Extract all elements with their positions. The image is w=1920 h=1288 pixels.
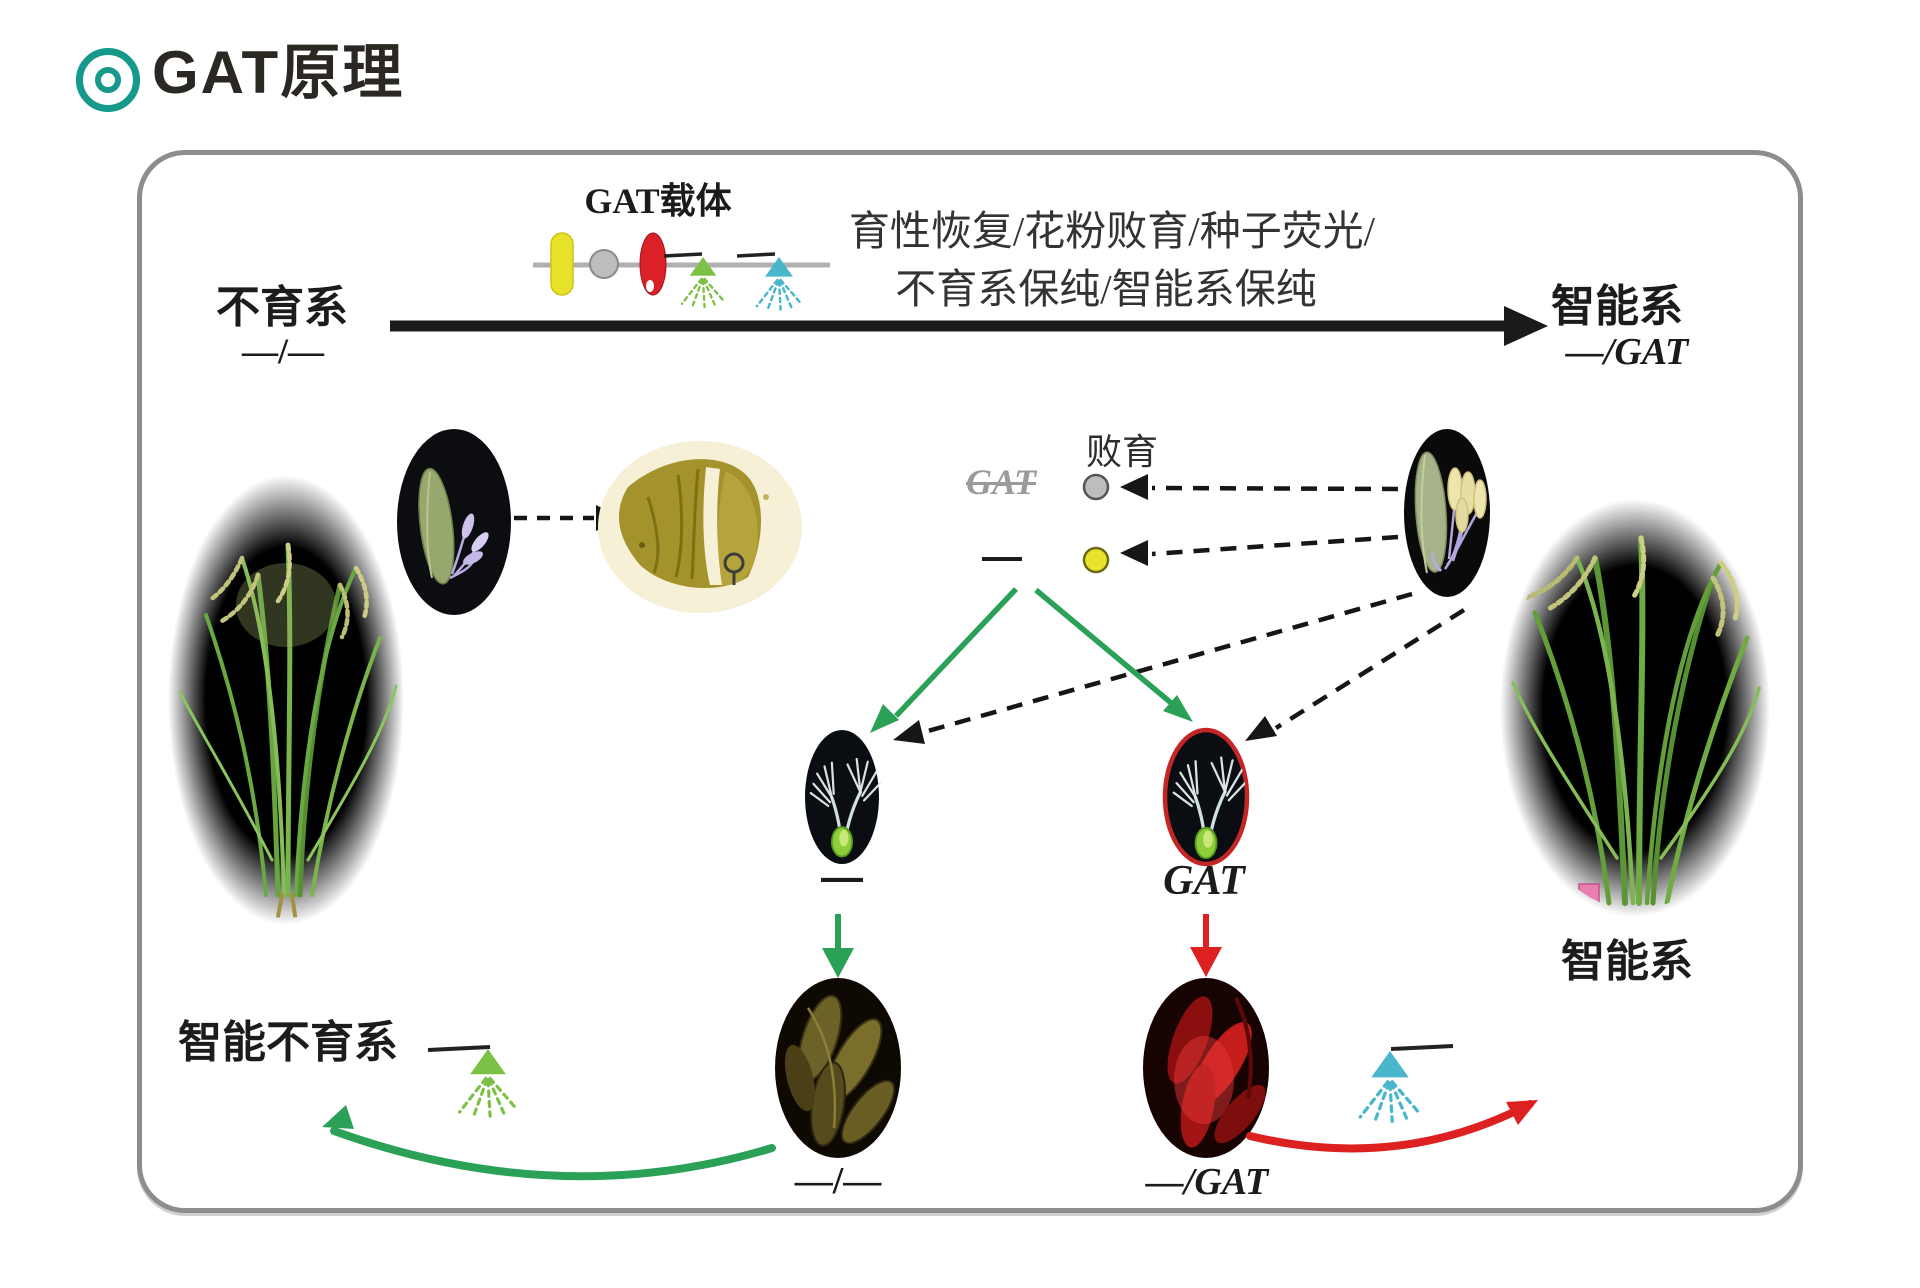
bullet-ring-icon bbox=[76, 48, 140, 112]
vector-spray-green-icon bbox=[663, 252, 727, 309]
main-transform-arrow bbox=[390, 306, 1548, 346]
smart-line-plant-photo bbox=[1500, 499, 1770, 917]
sterile-line-name: 不育系 bbox=[216, 283, 348, 332]
aborted-pollen-photo bbox=[598, 441, 802, 613]
seeds-gat-photo bbox=[1143, 978, 1269, 1158]
green-recycle-arrow bbox=[322, 1105, 776, 1181]
arrow-caption-line2: 不育系保纯/智能系保纯 bbox=[895, 266, 1317, 312]
vector-gray-gene bbox=[589, 249, 619, 279]
page-title: GAT原理 bbox=[152, 39, 405, 106]
arrow-gat-floret-to-seeds bbox=[1190, 914, 1222, 977]
smart-line-genotype: —/GAT bbox=[1565, 331, 1689, 373]
bullet-ring-inner-icon bbox=[95, 67, 121, 93]
viable-pollen-marker bbox=[1082, 546, 1110, 574]
sterile-floret-photo bbox=[397, 429, 511, 615]
vector-label: GAT载体 bbox=[584, 181, 732, 221]
arrow-caption-line1: 育性恢复/花粉败育/种子荧光/ bbox=[848, 208, 1376, 254]
fertile-floret-photo bbox=[1404, 429, 1490, 597]
vector-red-gene-spot bbox=[646, 280, 654, 292]
abortion-label: 败育 bbox=[1085, 432, 1159, 472]
field-spray-green-icon bbox=[427, 1045, 519, 1118]
sterile-line-genotype: —/— bbox=[241, 331, 325, 371]
seeds-gat-label: —/GAT bbox=[1145, 1161, 1269, 1203]
vector-red-gene bbox=[639, 232, 667, 296]
smart-plant-label: 智能系 bbox=[1561, 937, 1693, 986]
green-selection-arrows bbox=[870, 587, 1193, 733]
seeds-minus-label: —/— bbox=[794, 1160, 882, 1202]
segregation-dashed-arrows bbox=[927, 485, 1466, 734]
aborted-pollen-marker bbox=[1082, 473, 1110, 501]
smart-sterile-line-plant-photo bbox=[168, 475, 404, 925]
gat-crossed-label: GAT bbox=[965, 462, 1037, 502]
seeds-minus-photo bbox=[775, 978, 901, 1158]
smart-sterile-plant-label: 智能不育系 bbox=[178, 1018, 398, 1067]
floret-gat-photo bbox=[1162, 727, 1250, 867]
vector-spray-cyan-icon bbox=[736, 252, 804, 311]
floret-gat-label: GAT bbox=[1163, 858, 1245, 904]
gat-vector-construct bbox=[533, 232, 830, 311]
minus-allele-label: — bbox=[982, 534, 1022, 579]
segregation-dashed-arrowheads bbox=[893, 474, 1277, 744]
floret-minus-photo bbox=[805, 730, 882, 864]
smart-line-name: 智能系 bbox=[1551, 282, 1683, 331]
arrow-minus-floret-to-seeds bbox=[822, 914, 854, 978]
red-recycle-arrow bbox=[1246, 1100, 1538, 1153]
vector-yellow-gene bbox=[550, 232, 574, 296]
field-spray-cyan-icon bbox=[1358, 1044, 1454, 1124]
floret-minus-label: — bbox=[821, 853, 863, 900]
